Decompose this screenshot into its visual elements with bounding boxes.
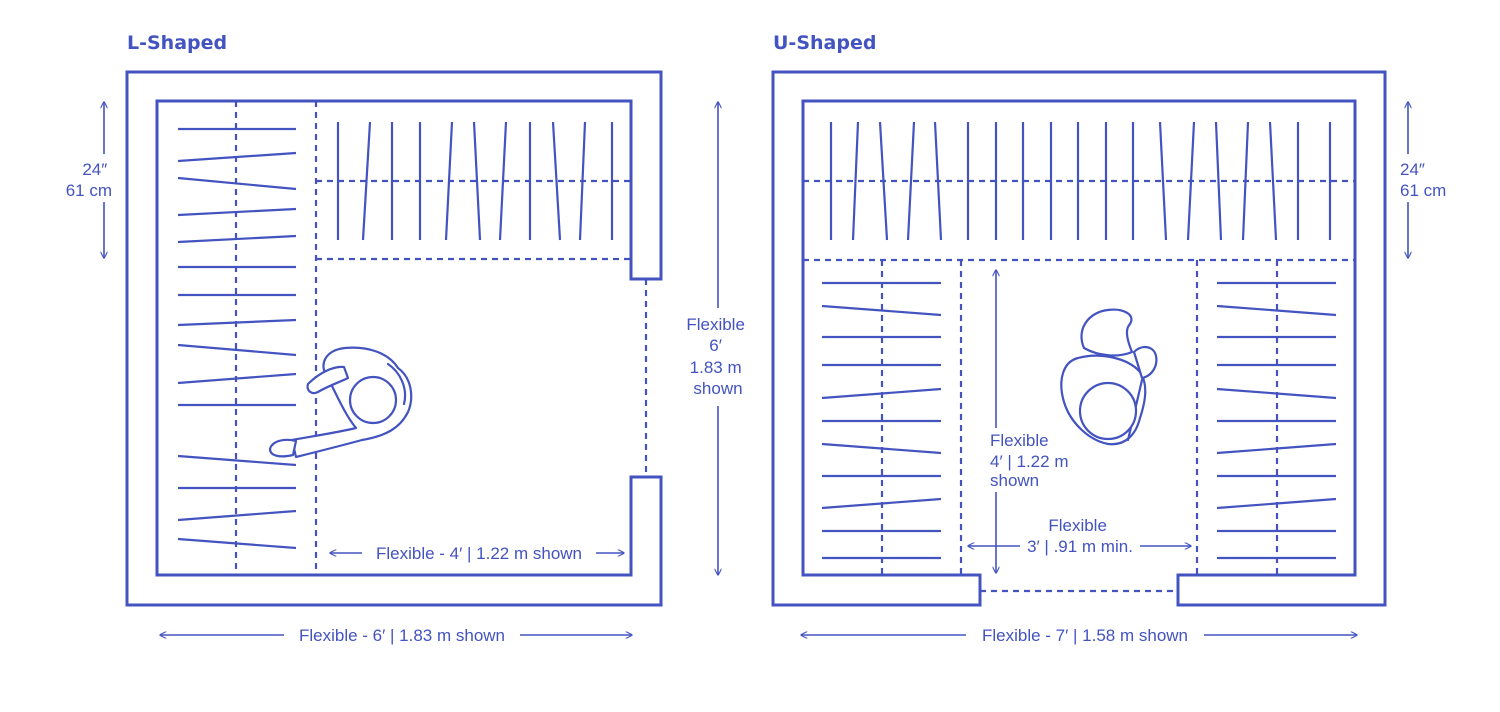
u-shaped-closet: U-Shaped: [771, 32, 1456, 646]
u-aisle-width-label-bg: [1020, 535, 1140, 557]
u-depth-label: 24″ 61 cm: [1400, 160, 1446, 200]
u-aisle-length-label-bg: [986, 428, 1078, 492]
l-depth-label: 24″ 61 cm: [66, 160, 112, 200]
u-closet-outer-wall: [771, 70, 1387, 607]
u-aisle-width-label: Flexible 3′ | .91 m min.: [1027, 516, 1133, 556]
l-width-label-bg: [284, 624, 520, 646]
l-width-label: Flexible - 6′ | 1.83 m shown: [299, 626, 505, 645]
l-shaped-title: L-Shaped: [127, 32, 227, 54]
u-shaped-title: U-Shaped: [773, 32, 876, 54]
u-closet-top-hangers: [829, 121, 1332, 241]
l-closet-shelf-dividers: [234, 101, 631, 575]
l-inner-width-label-bg: [362, 542, 596, 564]
l-depth-label-bg: [58, 154, 118, 202]
l-closet-left-hangers: [177, 127, 297, 550]
u-closet-person-icon: [1060, 308, 1158, 446]
u-width-label-bg: [966, 624, 1204, 646]
l-shaped-closet: L-Shaped: [58, 32, 756, 646]
l-closet-outer-wall: [125, 70, 663, 607]
l-side-label: Flexible 6′ 1.83 m shown: [686, 315, 749, 398]
l-inner-width-label: Flexible - 4′ | 1.22 m shown: [376, 544, 582, 563]
l-side-label-bg: [680, 308, 756, 406]
u-closet-left-hangers: [821, 281, 942, 560]
l-closet-person-icon: [268, 346, 413, 459]
l-closet-top-hangers: [336, 121, 614, 241]
u-aisle-length-label: Flexible 4′ | 1.22 m shown: [990, 431, 1073, 490]
u-depth-label-bg: [1394, 154, 1456, 202]
u-width-label: Flexible - 7′ | 1.58 m shown: [982, 626, 1188, 645]
u-closet-right-hangers: [1216, 281, 1337, 560]
